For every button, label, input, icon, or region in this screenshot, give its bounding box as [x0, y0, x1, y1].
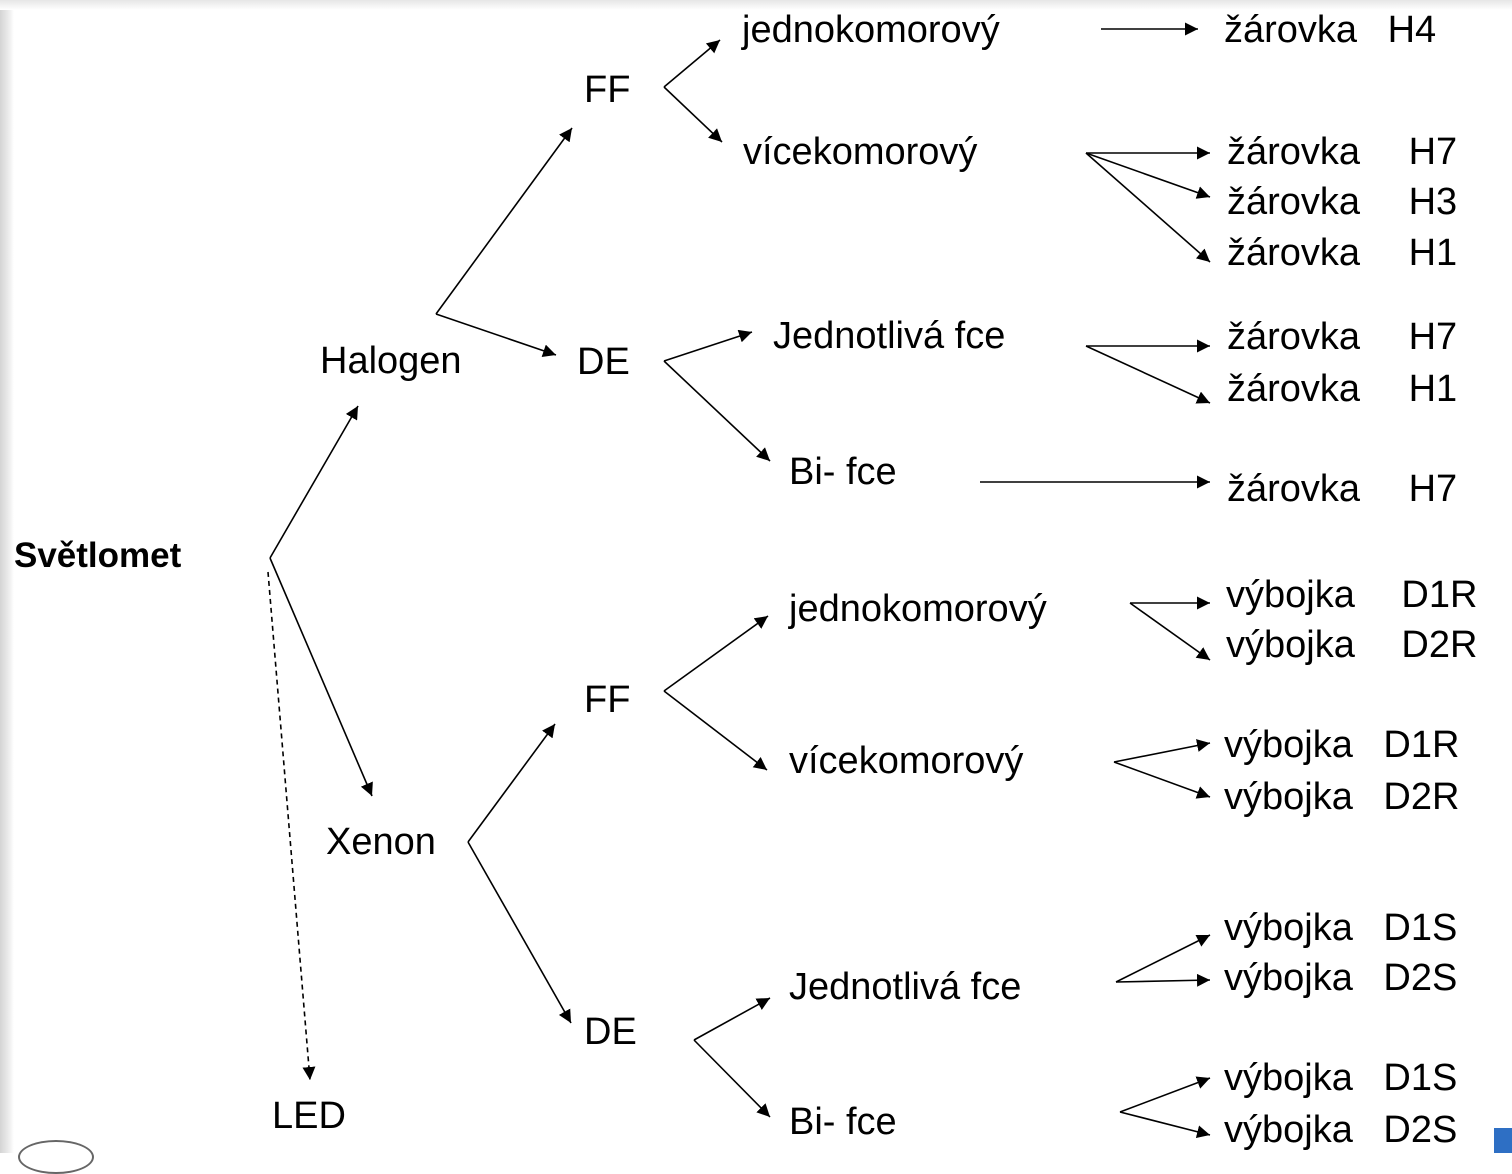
node-led: LED [272, 1095, 346, 1137]
leaf-h-bi-h7: žárovka H7 [1227, 468, 1458, 510]
node-h-jednotliva: Jednotlivá fce [773, 315, 1006, 357]
edge-hff-jednokomorovy [663, 39, 721, 88]
leaf-h-jednotl-h7: žárovka H7 [1227, 316, 1458, 358]
edge-halogen-ff [435, 127, 573, 315]
leaf-h-vicekom-h7: žárovka H7 [1227, 131, 1458, 173]
node-root: Světlomet [14, 536, 182, 575]
node-xenon-ff: FF [584, 679, 631, 721]
edge-xff-vicekomorovy [663, 690, 768, 771]
node-xenon-de: DE [584, 1011, 637, 1053]
edge-x-bi-d1s [1119, 1076, 1211, 1113]
logo-fragment [18, 1140, 94, 1174]
slide-corner-mark [1494, 1128, 1512, 1153]
edge-x-vicekom-d1r [1113, 739, 1211, 763]
edge-x-jednokom-d2r [1129, 602, 1211, 661]
edge-h-vicekom-h3 [1085, 152, 1211, 199]
edge-xff-jednokomorovy [663, 615, 769, 692]
node-halogen-ff: FF [584, 69, 631, 111]
leaf-x-bi-d2s: výbojka D2S [1224, 1109, 1458, 1151]
edge-x-jednotl-d2s [1115, 973, 1211, 987]
edge-root-xenon [269, 557, 373, 797]
node-xenon: Xenon [326, 821, 436, 863]
edge-halogen-de [435, 313, 557, 357]
edge-xenon-de [467, 841, 572, 1024]
edge-root-led [267, 571, 316, 1081]
edge-h-jednotl-h1 [1085, 345, 1211, 404]
leaf-x-vicekom-d1r: výbojka D1R [1224, 724, 1460, 766]
leaf-x-vicekom-d2r: výbojka D2R [1224, 776, 1460, 818]
leaf-x-jednokom-d1r: výbojka D1R [1226, 574, 1478, 616]
node-x-bi: Bi- fce [789, 1101, 897, 1143]
node-halogen: Halogen [320, 340, 462, 382]
edge-x-bi-d2s [1119, 1111, 1211, 1139]
leaf-h-vicekom-h1: žárovka H1 [1227, 232, 1458, 274]
leaf-x-bi-d1s: výbojka D1S [1224, 1057, 1458, 1099]
edge-x-jednotl-d1s [1115, 934, 1211, 983]
edge-hde-jednotliva [663, 329, 753, 362]
node-x-jednokomorovy: jednokomorový [789, 588, 1047, 630]
leaf-x-jednotl-d1s: výbojka D1S [1224, 907, 1458, 949]
edge-xenon-ff [467, 723, 556, 843]
left-edge-shadow [0, 0, 14, 1153]
node-h-vicekomorovy: vícekomorový [743, 131, 978, 173]
leaf-x-jednotl-d2s: výbojka D2S [1224, 957, 1458, 999]
leaf-h-vicekom-h3: žárovka H3 [1227, 181, 1458, 223]
leaf-x-jednokom-d2r: výbojka D2R [1226, 624, 1478, 666]
leaf-h-jednokom-h4: žárovka H4 [1224, 9, 1437, 51]
edge-xde-jednotliva [693, 997, 771, 1041]
edge-x-vicekom-d2r [1113, 761, 1211, 799]
node-halogen-de: DE [577, 341, 630, 383]
leaf-h-jednotl-h1: žárovka H1 [1227, 368, 1458, 410]
node-h-jednokomorovy: jednokomorový [742, 9, 1000, 51]
node-x-jednotliva: Jednotlivá fce [789, 966, 1022, 1008]
edge-h-vicekom-h1 [1085, 152, 1211, 263]
edge-xde-bi [693, 1039, 771, 1118]
top-edge-shadow [0, 0, 1512, 10]
node-x-vicekomorovy: vícekomorový [789, 740, 1024, 782]
edge-hff-vicekomorovy [663, 86, 723, 143]
node-h-bi: Bi- fce [789, 451, 897, 493]
edge-root-halogen [269, 405, 359, 559]
edge-hde-bi [663, 360, 771, 462]
